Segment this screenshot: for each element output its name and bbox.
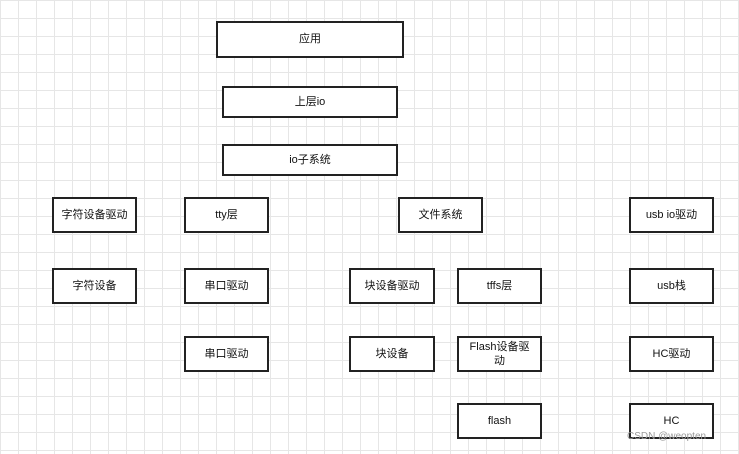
node-flash-label: flash: [487, 414, 512, 427]
node-tty-layer[interactable]: tty层: [184, 197, 269, 233]
node-serial-driver-1[interactable]: 串口驱动: [184, 268, 269, 304]
node-flash-device-driver[interactable]: Flash设备驱 动: [457, 336, 542, 372]
node-hc-driver-label: HC驱动: [652, 347, 691, 360]
node-flash-device-driver-line2: 动: [494, 355, 505, 367]
node-upper-io-label: 上层io: [294, 95, 326, 108]
node-flash-device-driver-line1: Flash设备驱: [469, 340, 530, 353]
node-tffs-layer-label: tffs层: [486, 279, 513, 292]
node-tffs-layer[interactable]: tffs层: [457, 268, 542, 304]
node-file-system-label: 文件系统: [418, 208, 463, 221]
node-char-device-driver[interactable]: 字符设备驱动: [52, 197, 137, 233]
node-app[interactable]: 应用: [216, 21, 404, 58]
node-usb-io-driver-label: usb io驱动: [645, 208, 698, 221]
node-char-device-label: 字符设备: [72, 279, 117, 292]
node-char-device[interactable]: 字符设备: [52, 268, 137, 304]
node-serial-driver-2-label: 串口驱动: [204, 347, 249, 360]
node-io-subsystem[interactable]: io子系统: [222, 144, 398, 176]
node-usb-stack-label: usb栈: [657, 279, 686, 292]
node-block-device-driver[interactable]: 块设备驱动: [349, 268, 435, 304]
node-app-label: 应用: [299, 33, 321, 46]
node-hc-label: HC: [663, 414, 680, 427]
node-serial-driver-2[interactable]: 串口驱动: [184, 336, 269, 372]
node-serial-driver-1-label: 串口驱动: [204, 279, 249, 292]
node-flash-device-driver-label: Flash设备驱 动: [470, 340, 530, 369]
node-block-device-label: 块设备: [375, 347, 409, 360]
node-block-device[interactable]: 块设备: [349, 336, 435, 372]
node-char-device-driver-label: 字符设备驱动: [61, 208, 128, 221]
watermark-text: CSDN @weopten: [627, 431, 707, 442]
node-block-device-driver-label: 块设备驱动: [364, 279, 420, 292]
node-io-subsystem-label: io子系统: [289, 153, 331, 166]
node-upper-io[interactable]: 上层io: [222, 86, 398, 118]
node-hc-driver[interactable]: HC驱动: [629, 336, 714, 372]
node-tty-layer-label: tty层: [215, 208, 238, 221]
node-usb-io-driver[interactable]: usb io驱动: [629, 197, 714, 233]
node-flash[interactable]: flash: [457, 403, 542, 439]
node-usb-stack[interactable]: usb栈: [629, 268, 714, 304]
node-hc[interactable]: HC: [629, 403, 714, 439]
node-file-system[interactable]: 文件系统: [398, 197, 483, 233]
